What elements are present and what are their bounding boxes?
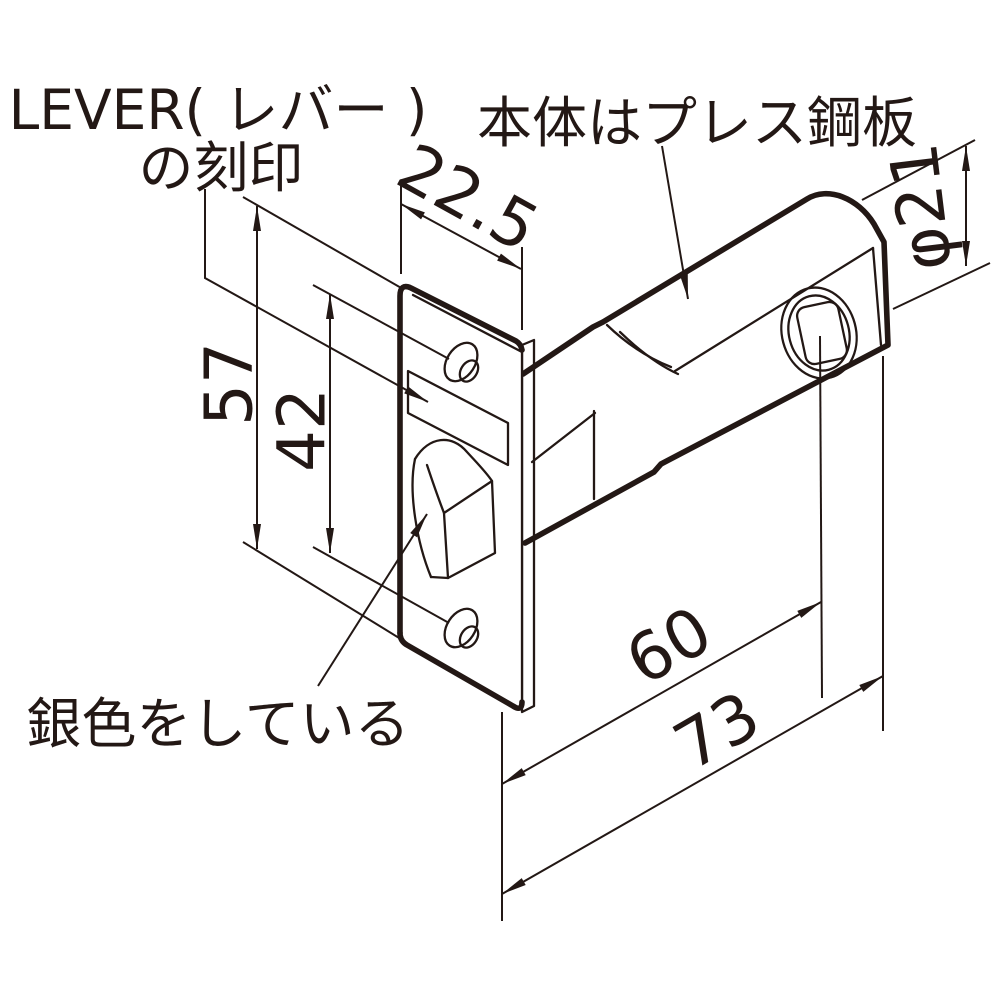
leader-silver-color bbox=[317, 513, 428, 687]
case-top-front-edge bbox=[673, 246, 875, 373]
screw-hole-bottom-countersink bbox=[458, 625, 480, 649]
dim-line-22-5 bbox=[400, 203, 522, 270]
ext-spindle-center bbox=[819, 335, 823, 699]
label-body-material: 本体はプレス鋼板 bbox=[477, 91, 917, 155]
latch-bolt-inner-edge bbox=[425, 463, 446, 515]
screw-hole-top-countersink bbox=[458, 359, 480, 383]
dim-text-42: 42 bbox=[264, 388, 341, 472]
spindle-boss-outer bbox=[780, 286, 858, 380]
tube-case-arc-1 bbox=[605, 323, 673, 369]
latch-body-fill bbox=[523, 193, 888, 543]
ext-57-top bbox=[242, 196, 404, 290]
case-end-face-edge bbox=[871, 246, 883, 347]
label-lever-stamp-line1: LEVER( レバー ) bbox=[9, 78, 428, 142]
ext-42-top bbox=[312, 284, 450, 360]
faceplate-top-inner-edge bbox=[411, 293, 524, 354]
spindle-square-hole bbox=[795, 300, 849, 366]
dim-text-73: 73 bbox=[661, 677, 772, 786]
faceplate-outline-left-top bbox=[397, 283, 525, 636]
tube-case-arc-2 bbox=[618, 330, 680, 376]
dim-text-57: 57 bbox=[191, 342, 268, 426]
screw-hole-top bbox=[443, 341, 479, 383]
dim-text-60: 60 bbox=[613, 592, 724, 701]
latch-bolt-face bbox=[442, 479, 497, 580]
dimension-lines bbox=[253, 146, 970, 895]
faceplate-fill bbox=[400, 286, 522, 709]
leader-body-material bbox=[661, 145, 689, 300]
tube-front-silhouette bbox=[530, 411, 597, 464]
ext-57-bottom bbox=[242, 541, 405, 642]
label-silver-color: 銀色をしている bbox=[26, 692, 409, 756]
leader-lines bbox=[204, 145, 689, 687]
latch-bolt-bottom-edge bbox=[429, 575, 450, 580]
dim-line-73 bbox=[501, 675, 884, 895]
latch-bolt-dome bbox=[413, 438, 494, 483]
ext-phi21-top bbox=[861, 139, 976, 201]
faceplate bbox=[397, 283, 525, 712]
dim-text-phi21: φ21 bbox=[875, 139, 967, 275]
label-lever-stamp-line2: の刻印 bbox=[138, 136, 303, 200]
spindle-boss-mid bbox=[787, 294, 851, 372]
screw-hole-bottom bbox=[443, 607, 479, 649]
latch-body bbox=[520, 190, 891, 546]
leader-lever-stamp bbox=[204, 189, 429, 403]
latch-body-outline bbox=[520, 190, 891, 546]
ext-phi21-bottom bbox=[892, 262, 991, 310]
